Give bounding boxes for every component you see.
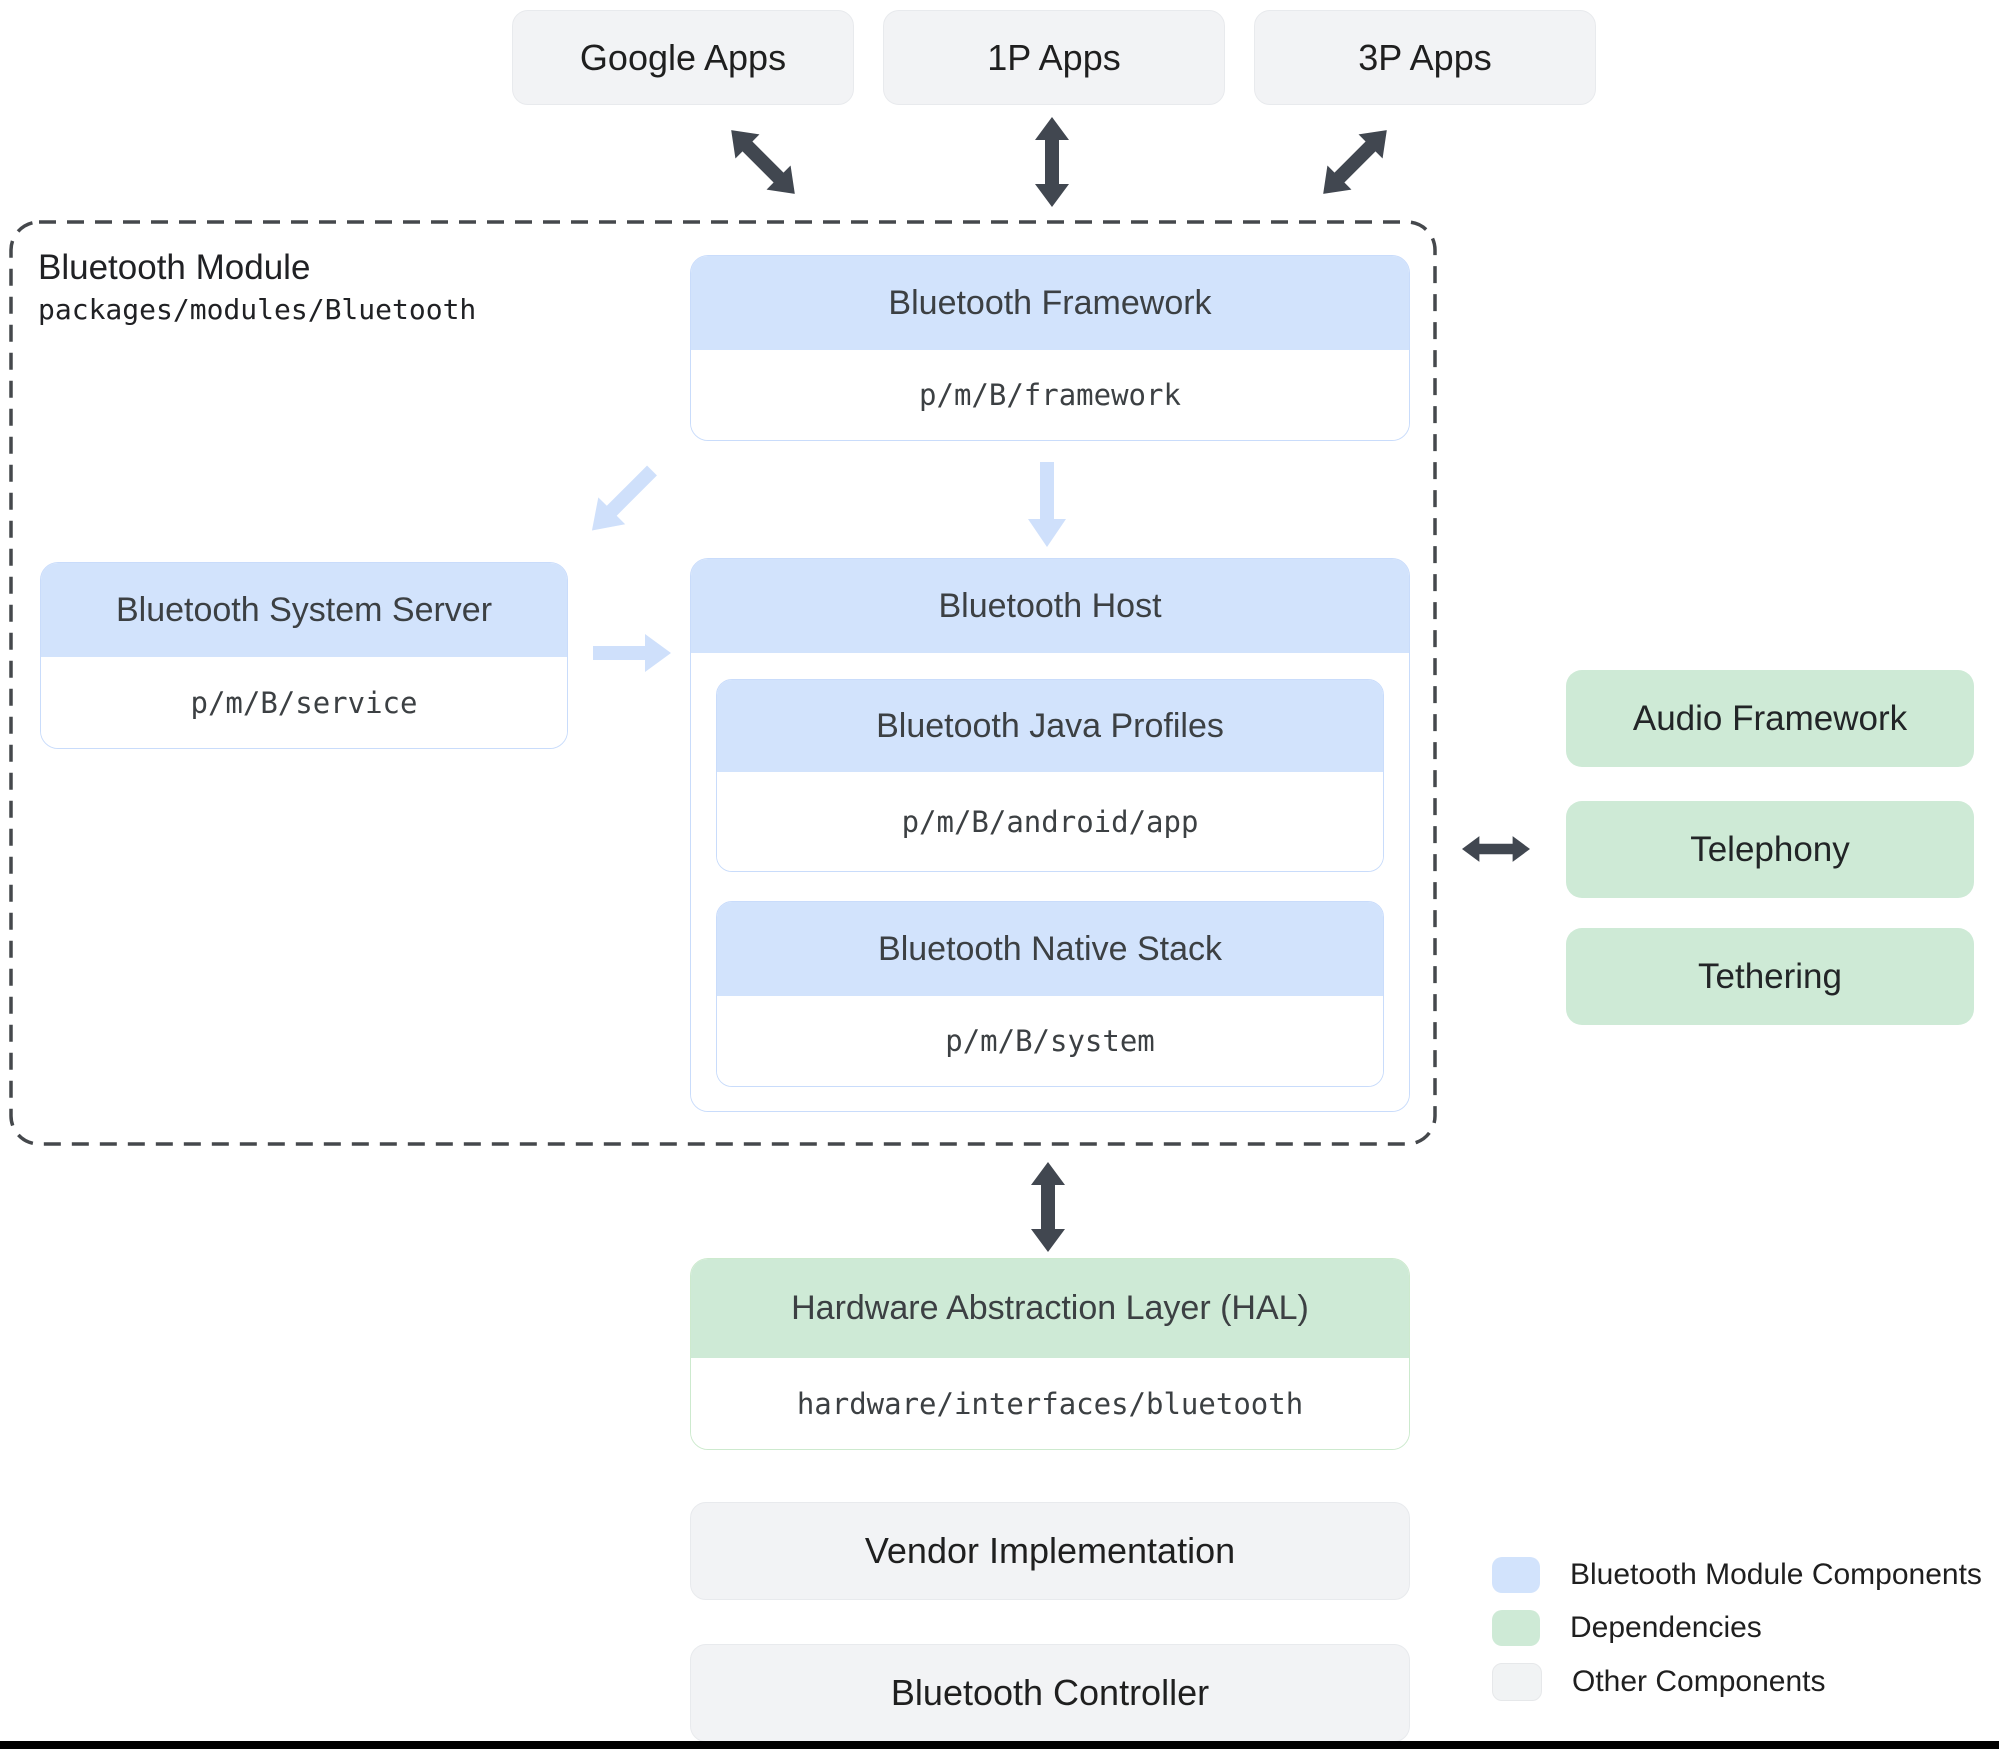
3p-apps-box: 3P Apps bbox=[1254, 10, 1596, 105]
bluetooth-system-server-path: p/m/B/service bbox=[41, 657, 567, 748]
bluetooth-java-profiles-title: Bluetooth Java Profiles bbox=[717, 680, 1383, 772]
bottom-border-bar bbox=[0, 1741, 1999, 1749]
bluetooth-system-server-box: Bluetooth System Server p/m/B/service bbox=[40, 562, 568, 749]
legend-label-dependencies: Dependencies bbox=[1570, 1611, 1762, 1644]
1p-apps-label: 1P Apps bbox=[987, 36, 1121, 78]
audio-framework-label: Audio Framework bbox=[1632, 698, 1908, 738]
legend-label-other-components: Other Components bbox=[1572, 1665, 1826, 1698]
1p-apps-bidirectional-arrow-icon bbox=[1032, 117, 1072, 207]
module-dependencies-bidirectional-arrow-icon bbox=[1462, 830, 1530, 868]
3p-apps-label: 3P Apps bbox=[1358, 36, 1492, 78]
legend-swatch-gray bbox=[1492, 1663, 1542, 1701]
google-apps-box: Google Apps bbox=[512, 10, 854, 105]
telephony-label: Telephony bbox=[1690, 829, 1850, 869]
bluetooth-java-profiles-path: p/m/B/android/app bbox=[717, 772, 1383, 871]
bluetooth-module-title-block: Bluetooth Module packages/modules/Blueto… bbox=[38, 246, 476, 330]
legend-swatch-green bbox=[1492, 1610, 1540, 1646]
hal-path: hardware/interfaces/bluetooth bbox=[691, 1358, 1409, 1449]
framework-to-system-server-arrow-icon bbox=[578, 456, 666, 544]
telephony-box: Telephony bbox=[1566, 801, 1974, 898]
bluetooth-framework-title: Bluetooth Framework bbox=[691, 256, 1409, 350]
system-server-to-host-arrow-icon bbox=[593, 633, 671, 673]
legend-item-module-components: Bluetooth Module Components bbox=[1492, 1557, 1982, 1593]
bluetooth-host-box: Bluetooth Host Bluetooth Java Profiles p… bbox=[690, 558, 1410, 1112]
3p-apps-bidirectional-arrow-icon bbox=[1309, 116, 1401, 208]
framework-to-host-arrow-icon bbox=[1027, 462, 1067, 547]
bluetooth-native-stack-path: p/m/B/system bbox=[717, 996, 1383, 1086]
tethering-label: Tethering bbox=[1698, 956, 1842, 996]
bluetooth-module-title: Bluetooth Module bbox=[38, 248, 311, 287]
bluetooth-module-path: packages/modules/Bluetooth bbox=[38, 293, 477, 326]
legend-swatch-blue bbox=[1492, 1557, 1540, 1593]
legend-label-module-components: Bluetooth Module Components bbox=[1570, 1558, 1982, 1591]
bluetooth-framework-box: Bluetooth Framework p/m/B/framework bbox=[690, 255, 1410, 441]
audio-framework-box: Audio Framework bbox=[1566, 670, 1974, 767]
bluetooth-native-stack-box: Bluetooth Native Stack p/m/B/system bbox=[716, 901, 1384, 1087]
bluetooth-host-title: Bluetooth Host bbox=[691, 559, 1409, 653]
vendor-implementation-label: Vendor Implementation bbox=[864, 1530, 1236, 1571]
legend-item-other-components: Other Components bbox=[1492, 1663, 1825, 1701]
legend-item-dependencies: Dependencies bbox=[1492, 1610, 1762, 1646]
vendor-implementation-box: Vendor Implementation bbox=[690, 1502, 1410, 1600]
1p-apps-box: 1P Apps bbox=[883, 10, 1225, 105]
bluetooth-native-stack-title: Bluetooth Native Stack bbox=[717, 902, 1383, 996]
hal-box: Hardware Abstraction Layer (HAL) hardwar… bbox=[690, 1258, 1410, 1450]
bluetooth-framework-path: p/m/B/framework bbox=[691, 350, 1409, 440]
google-apps-bidirectional-arrow-icon bbox=[717, 116, 809, 208]
hal-title: Hardware Abstraction Layer (HAL) bbox=[691, 1259, 1409, 1358]
module-hal-bidirectional-arrow-icon bbox=[1028, 1162, 1068, 1252]
bluetooth-host-body: Bluetooth Java Profiles p/m/B/android/ap… bbox=[691, 653, 1409, 1111]
google-apps-label: Google Apps bbox=[579, 36, 787, 78]
bluetooth-controller-box: Bluetooth Controller bbox=[690, 1644, 1410, 1742]
tethering-box: Tethering bbox=[1566, 928, 1974, 1025]
bluetooth-system-server-title: Bluetooth System Server bbox=[41, 563, 567, 657]
bluetooth-module-dashed-container bbox=[9, 220, 1437, 1146]
bluetooth-controller-label: Bluetooth Controller bbox=[890, 1672, 1210, 1713]
bluetooth-java-profiles-box: Bluetooth Java Profiles p/m/B/android/ap… bbox=[716, 679, 1384, 872]
